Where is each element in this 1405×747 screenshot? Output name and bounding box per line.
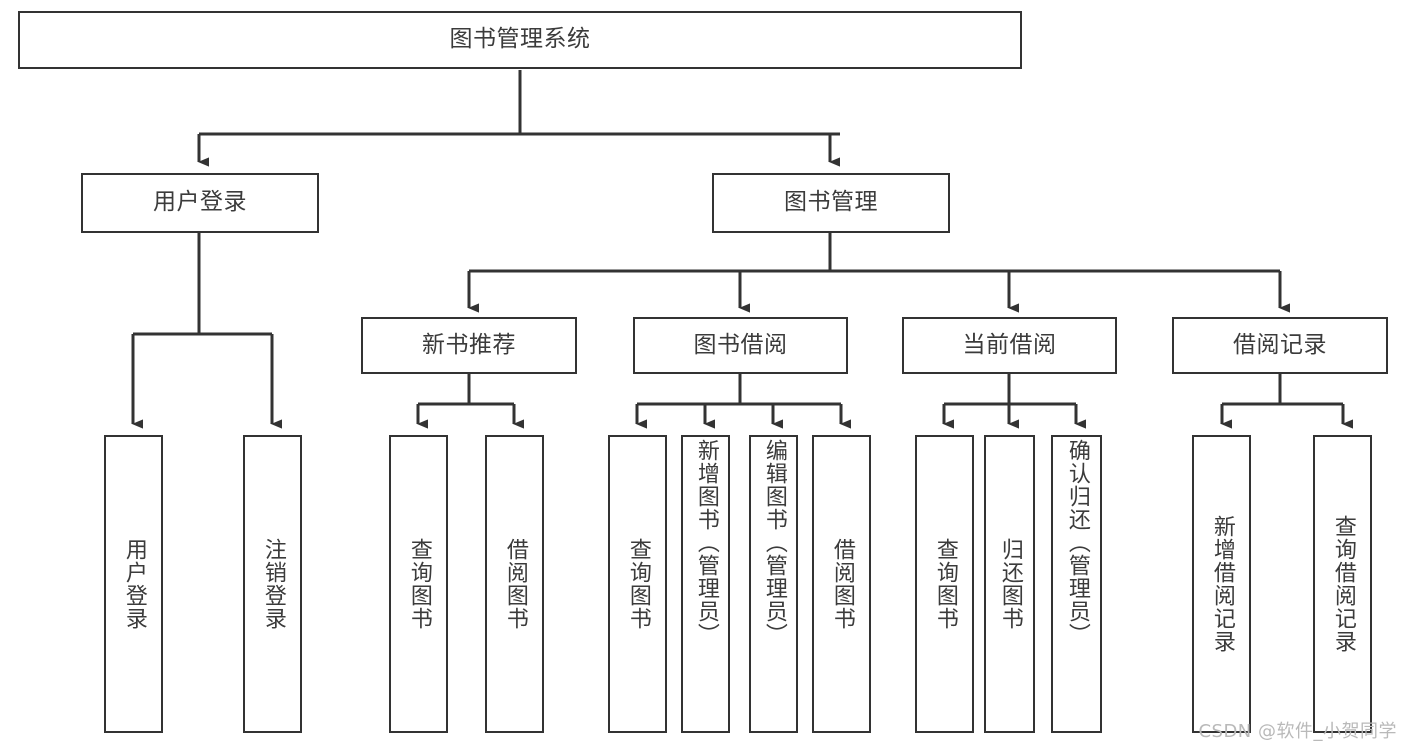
leaf-label: 归还图书	[997, 538, 1023, 630]
node-book-management[interactable]: 图书管理	[712, 173, 950, 233]
node-label: 新书推荐	[422, 331, 516, 358]
leaf-label-wrap: 查询图书	[391, 538, 446, 630]
leaf-label: 编辑图书（管理员）	[761, 439, 787, 646]
leaf-label-wrap: 查询图书	[917, 538, 972, 630]
leaf-label-wrap: 注销登录	[245, 538, 300, 630]
leaf-borrow-borrow-book[interactable]: 借阅图书	[812, 435, 871, 733]
leaf-label-wrap: 归还图书	[986, 538, 1033, 630]
leaf-label-wrap: 编辑图书（管理员）	[751, 439, 796, 646]
node-label: 当前借阅	[962, 331, 1057, 358]
leaf-borrow-edit-book-admin[interactable]: 编辑图书（管理员）	[749, 435, 798, 733]
leaf-record-query-borrow-record[interactable]: 查询借阅记录	[1313, 435, 1372, 733]
node-label: 用户登录	[153, 189, 247, 216]
watermark-text: CSDN @软件_小贺同学	[1198, 721, 1397, 742]
node-new-book-recommend[interactable]: 新书推荐	[361, 317, 577, 374]
node-current-borrow[interactable]: 当前借阅	[902, 317, 1117, 374]
leaf-label-wrap: 确认归还（管理员）	[1053, 439, 1100, 646]
node-user-login[interactable]: 用户登录	[81, 173, 319, 233]
leaf-label: 新增图书（管理员）	[693, 439, 719, 646]
leaf-record-add-borrow-record[interactable]: 新增借阅记录	[1192, 435, 1251, 733]
leaf-borrow-query-book[interactable]: 查询图书	[608, 435, 667, 733]
leaf-borrow-add-book-admin[interactable]: 新增图书（管理员）	[681, 435, 730, 733]
leaf-label: 注销登录	[260, 538, 286, 630]
leaf-label-wrap: 新增图书（管理员）	[683, 439, 728, 646]
leaf-label: 查询图书	[932, 538, 958, 630]
leaf-user-login-login[interactable]: 用户登录	[104, 435, 163, 733]
leaf-label: 查询图书	[625, 538, 651, 630]
leaf-label-wrap: 新增借阅记录	[1194, 515, 1249, 653]
leaf-label: 借阅图书	[829, 538, 855, 630]
leaf-current-confirm-return-admin[interactable]: 确认归还（管理员）	[1051, 435, 1102, 733]
leaf-label-wrap: 借阅图书	[814, 538, 869, 630]
leaf-label-wrap: 查询借阅记录	[1315, 515, 1370, 653]
node-borrow-record[interactable]: 借阅记录	[1172, 317, 1388, 374]
leaf-label-wrap: 用户登录	[106, 538, 161, 630]
node-label: 图书管理	[784, 189, 878, 216]
leaf-label-wrap: 借阅图书	[487, 538, 542, 630]
leaf-current-query-book[interactable]: 查询图书	[915, 435, 974, 733]
leaf-label: 新增借阅记录	[1209, 515, 1235, 653]
node-label: 图书借阅	[693, 331, 788, 358]
leaf-new-book-borrow[interactable]: 借阅图书	[485, 435, 544, 733]
leaf-label: 借阅图书	[502, 538, 528, 630]
leaf-user-login-logout[interactable]: 注销登录	[243, 435, 302, 733]
node-label: 借阅记录	[1233, 331, 1327, 358]
leaf-label: 确认归还（管理员）	[1064, 439, 1090, 646]
node-label: 图书管理系统	[449, 26, 591, 53]
node-root-book-management-system[interactable]: 图书管理系统	[18, 11, 1022, 69]
node-book-borrow[interactable]: 图书借阅	[633, 317, 848, 374]
leaf-label-wrap: 查询图书	[610, 538, 665, 630]
leaf-new-book-query[interactable]: 查询图书	[389, 435, 448, 733]
leaf-current-return-book[interactable]: 归还图书	[984, 435, 1035, 733]
leaf-label: 用户登录	[121, 538, 147, 630]
leaf-label: 查询图书	[406, 538, 432, 630]
leaf-label: 查询借阅记录	[1330, 515, 1356, 653]
